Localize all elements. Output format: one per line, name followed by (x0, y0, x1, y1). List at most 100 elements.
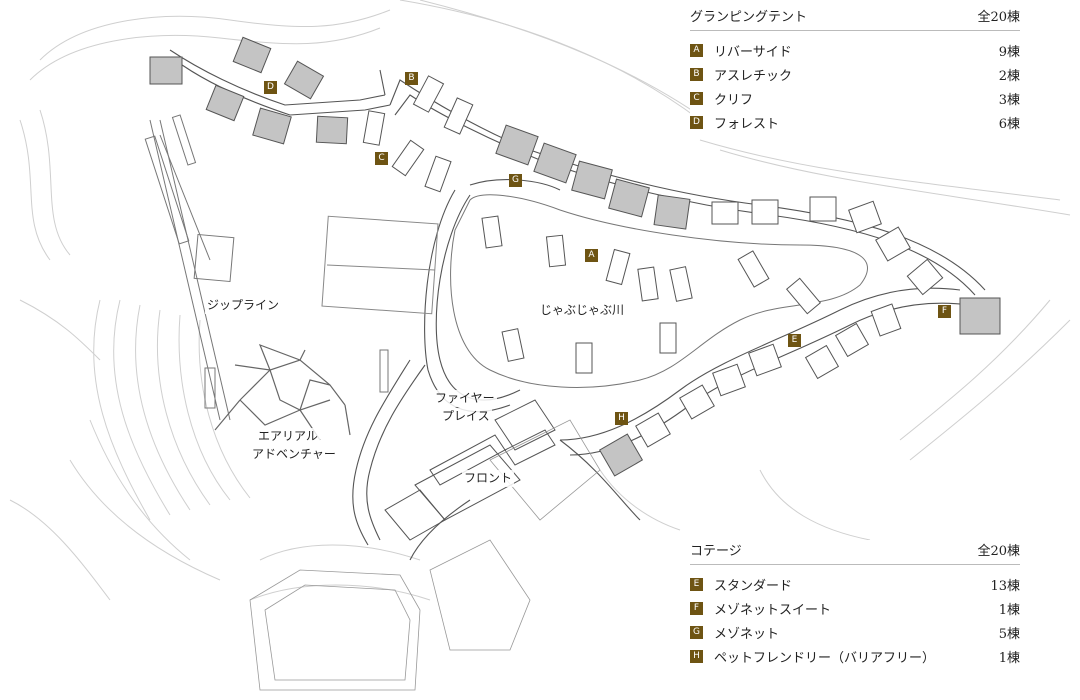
tent-b (443, 97, 474, 135)
front-buildings (384, 399, 556, 541)
cottage-g (608, 178, 650, 218)
legend-cottage: コテージ 全20棟 E スタンダード 13棟 F メゾネットスイート 1棟 G … (690, 540, 1020, 668)
tent-d (283, 60, 325, 100)
cottage-e (848, 200, 882, 234)
tent-d (315, 115, 349, 145)
cottage-e (809, 196, 837, 222)
legend-glamping-title: グランピングテント (690, 10, 808, 25)
tent-c (362, 110, 386, 146)
legend-count-g: 5棟 (998, 626, 1020, 642)
cottage-e (804, 344, 840, 380)
legend-count-c: 3棟 (998, 92, 1020, 108)
aerial-adventure-label-line2: アドベンチャー (250, 446, 338, 463)
legend-row-d: D フォレスト 6棟 (690, 110, 1020, 134)
aerial-adventure-label-line1: エアリアル (256, 428, 320, 445)
legend-name-a: リバーサイド (714, 44, 792, 60)
terrain-contours (9, 0, 1071, 601)
cottage-e (875, 226, 911, 262)
tent-a (575, 342, 593, 374)
tent-c (391, 139, 425, 177)
cottage-g (495, 124, 539, 166)
cottage-g (533, 142, 577, 184)
cottage-f (959, 297, 1001, 335)
tent-d (232, 36, 272, 74)
legend-row-a: A リバーサイド 9棟 (690, 38, 1020, 62)
legend-cottage-header: コテージ 全20棟 (690, 540, 1020, 565)
legend-count-a: 9棟 (998, 44, 1020, 60)
sports-court (321, 215, 439, 315)
cottage-e (679, 384, 715, 420)
legend-count-b: 2棟 (998, 68, 1020, 84)
cottage-e (751, 199, 779, 225)
tent-b (412, 75, 445, 113)
fireplace-label-line1: ファイヤー (433, 390, 497, 407)
legend-count-f: 1棟 (998, 602, 1020, 618)
legend-glamping-total: 全20棟 (977, 10, 1020, 25)
legend-glamping-header: グランピングテント 全20棟 (690, 6, 1020, 31)
legend-code-a: A (690, 43, 703, 57)
cottage-e (834, 322, 870, 358)
tent-d (252, 107, 292, 145)
tent-a (669, 266, 693, 302)
legend-name-f: メゾネットスイート (714, 602, 832, 618)
legend-code-f: F (690, 601, 703, 615)
legend-count-e: 13棟 (990, 578, 1020, 594)
legend-row-f: F メゾネットスイート 1棟 (690, 596, 1020, 620)
accommodation-units (149, 36, 1001, 477)
legend-glamping: グランピングテント 全20棟 A リバーサイド 9棟 B アスレチック 2棟 C… (690, 6, 1020, 134)
cottage-e (635, 412, 671, 448)
legend-name-h: ペットフレンドリー（バリアフリー） (714, 650, 936, 666)
legend-code-d: D (690, 115, 703, 129)
legend-name-d: フォレスト (714, 116, 780, 132)
legend-cottage-title: コテージ (690, 544, 742, 559)
tent-a (545, 234, 567, 268)
tent-a (637, 266, 659, 302)
legend-row-e: E スタンダード 13棟 (690, 572, 1020, 596)
legend-code-g: G (690, 625, 703, 639)
marker-h: H (615, 412, 628, 425)
cottage-h (598, 433, 644, 477)
marker-a: A (585, 249, 598, 262)
cottage-e (748, 343, 782, 377)
front-label: フロント (462, 470, 515, 487)
legend-row-c: C クリフ 3棟 (690, 86, 1020, 110)
cottage-e (712, 363, 746, 397)
tent-a (737, 250, 770, 288)
cottage-e (870, 303, 902, 337)
zipline-structure (144, 114, 389, 421)
legend-code-c: C (690, 91, 703, 105)
marker-e: E (788, 334, 801, 347)
tent-c (424, 155, 452, 193)
legend-count-h: 1棟 (998, 650, 1020, 666)
marker-g: G (509, 174, 522, 187)
cottage-g (653, 194, 691, 230)
legend-name-c: クリフ (714, 92, 754, 108)
parking-lots (249, 419, 601, 691)
cottage-g (571, 160, 613, 200)
tent-a (481, 215, 503, 249)
legend-name-g: メゾネット (714, 626, 780, 642)
legend-count-d: 6棟 (998, 116, 1020, 132)
tent-d (149, 56, 183, 85)
marker-f: F (938, 305, 951, 318)
legend-code-h: H (690, 649, 703, 663)
legend-code-b: B (690, 67, 703, 81)
cottage-e (711, 201, 739, 225)
tent-d (205, 84, 245, 122)
tent-a (659, 322, 677, 354)
legend-row-g: G メゾネット 5棟 (690, 620, 1020, 644)
tent-a (501, 328, 525, 362)
tent-a (605, 248, 631, 286)
legend-code-e: E (690, 577, 703, 591)
aerial-adventure-structure (214, 343, 351, 441)
legend-row-b: B アスレチック 2棟 (690, 62, 1020, 86)
river-label: じゃぶじゃぶ川 (538, 302, 627, 319)
legend-name-b: アスレチック (714, 68, 793, 84)
legend-name-e: スタンダード (714, 578, 793, 594)
marker-d: D (264, 81, 277, 94)
zipline-label: ジップライン (205, 297, 282, 314)
marker-c: C (375, 152, 388, 165)
legend-cottage-total: 全20棟 (977, 544, 1020, 559)
